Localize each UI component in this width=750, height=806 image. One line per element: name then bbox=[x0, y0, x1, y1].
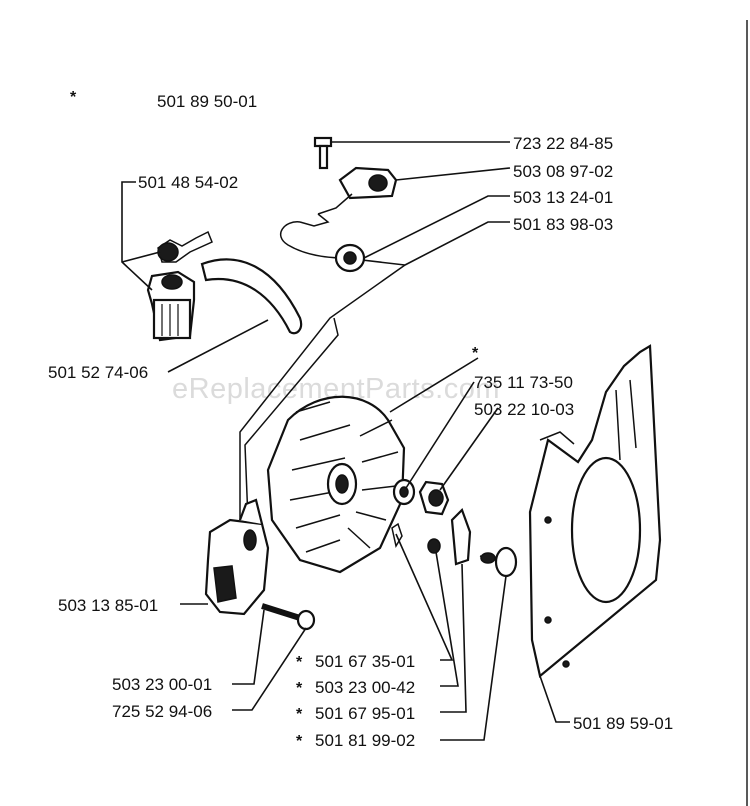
label-screw-top: 723 22 84-85 bbox=[513, 134, 613, 153]
label-nut: 503 22 10-03 bbox=[474, 400, 574, 419]
label-wire: 501 83 98-03 bbox=[513, 215, 613, 234]
pawl-screw-star: * bbox=[296, 680, 303, 697]
flywheel-part bbox=[266, 395, 406, 574]
label-grommet: 503 13 24-01 bbox=[513, 188, 613, 207]
label-pawl: 501 67 35-01 bbox=[315, 652, 415, 671]
screw-top-part bbox=[313, 136, 333, 170]
label-switch: 503 08 97-02 bbox=[513, 162, 613, 181]
label-spring: 501 67 95-01 bbox=[315, 704, 415, 723]
label-spark-cap: 501 48 54-02 bbox=[138, 173, 238, 192]
leader-lines bbox=[121, 141, 570, 741]
label-flywheel: 735 11 73-50 bbox=[474, 373, 573, 392]
spark-cap-spring-part bbox=[157, 230, 213, 263]
pawl-star: * bbox=[296, 654, 303, 671]
ignition-module-part bbox=[204, 498, 270, 616]
nut-part bbox=[418, 480, 450, 516]
label-pawl-screw: 503 23 00-42 bbox=[315, 678, 415, 697]
stop-switch-part bbox=[299, 166, 398, 227]
spark-cap-part bbox=[146, 270, 196, 342]
pawl-spring-part bbox=[391, 508, 518, 578]
label-cover: 501 89 59-01 bbox=[573, 714, 673, 733]
ignition-wire-part-2 bbox=[244, 317, 339, 521]
spring-star: * bbox=[296, 706, 303, 723]
washer-star: * bbox=[296, 733, 303, 750]
washer-part bbox=[392, 478, 416, 506]
label-washer: 501 81 99-02 bbox=[315, 731, 415, 750]
flywheel-star: * bbox=[472, 345, 479, 362]
ignition-screw-part bbox=[261, 603, 316, 631]
label-screw-b: 725 52 94-06 bbox=[112, 702, 212, 721]
starter-cover-part bbox=[528, 344, 662, 678]
tube-part bbox=[200, 258, 303, 335]
label-ignition: 503 13 85-01 bbox=[58, 596, 158, 615]
label-kit: 501 89 50-01 bbox=[157, 92, 257, 111]
label-screw-a: 503 23 00-01 bbox=[112, 675, 212, 694]
kit-star: * bbox=[70, 89, 77, 106]
grommet-part bbox=[334, 243, 366, 273]
label-tube: 501 52 74-06 bbox=[48, 363, 148, 382]
